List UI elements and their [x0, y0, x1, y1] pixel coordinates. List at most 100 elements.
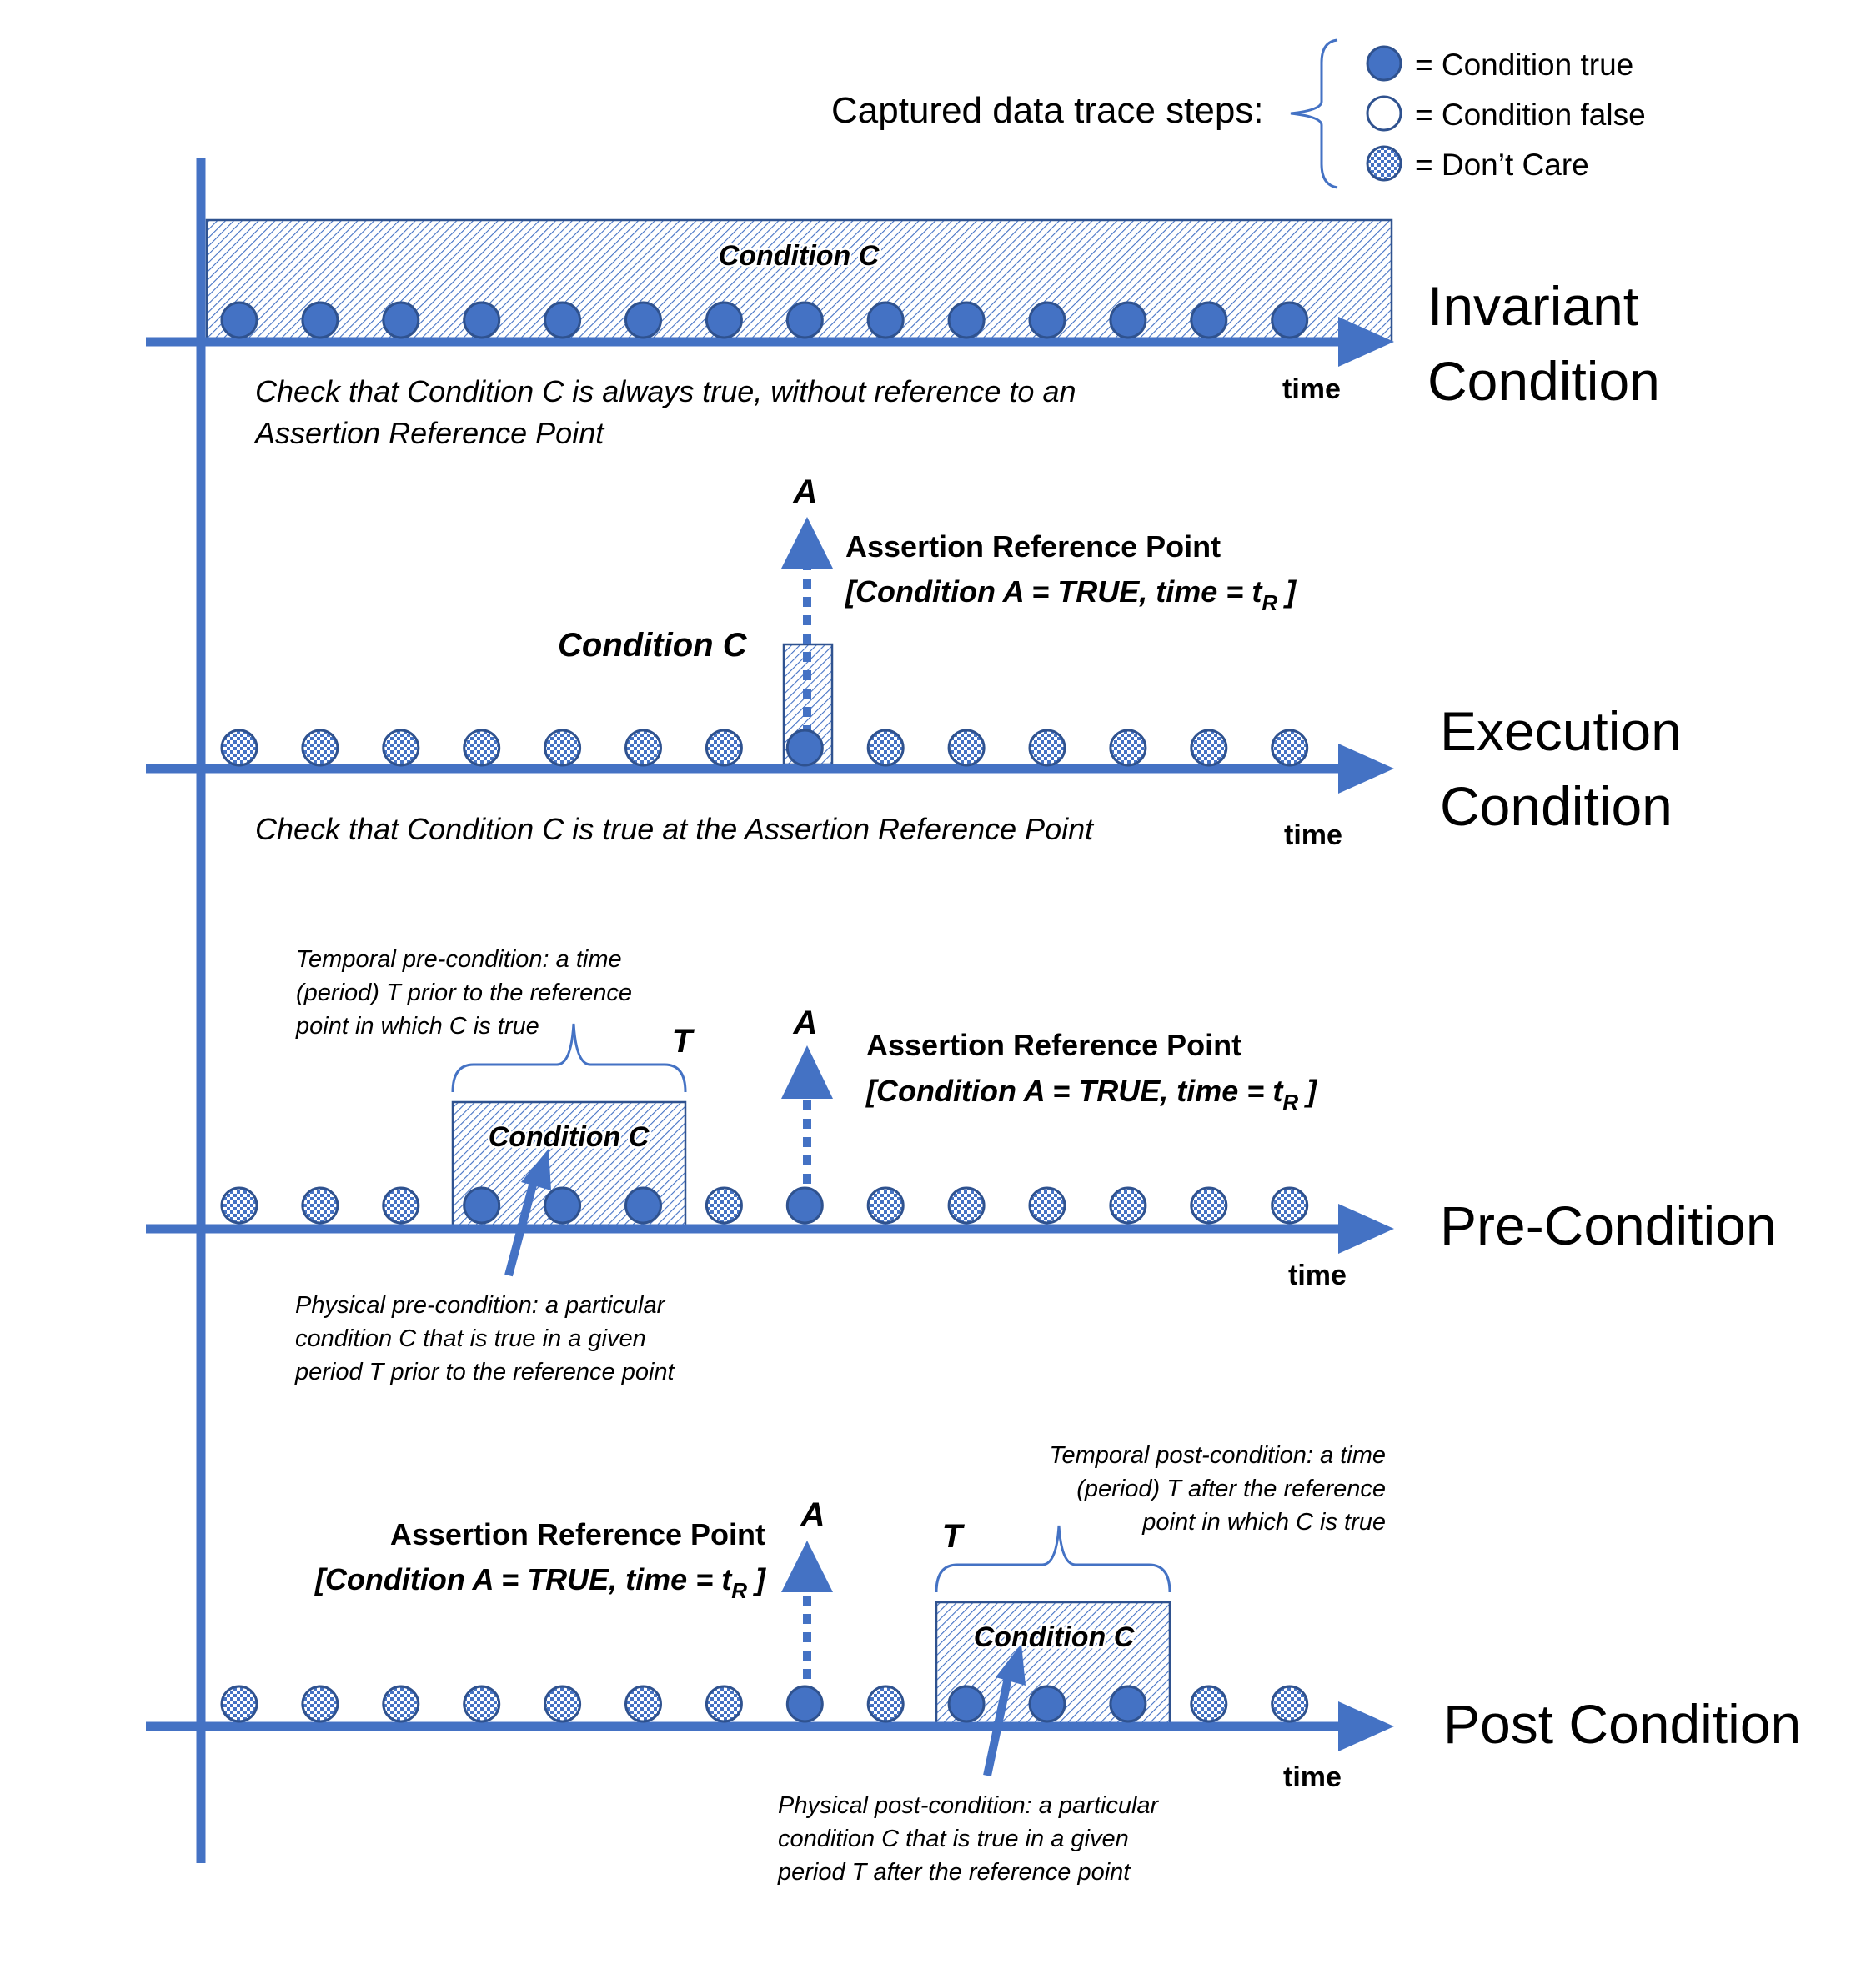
trace-step-true-dot: [1028, 1685, 1066, 1723]
description-line-1: Check that Condition C is true at the As…: [255, 812, 1095, 846]
trace-step-dontcare-dot: [301, 1685, 339, 1723]
legend-false-label: = Condition false: [1415, 98, 1646, 132]
reference-arrowhead: [781, 1541, 833, 1592]
legend-false-dot: [1366, 95, 1402, 132]
temporal-note-line-1: Temporal post-condition: a time: [1049, 1442, 1386, 1469]
trace-step-dontcare-dot: [1271, 1685, 1309, 1723]
reference-arrowhead: [781, 517, 833, 569]
trace-step-dontcare-dot: [866, 729, 905, 767]
legend-true-label: = Condition true: [1415, 48, 1633, 82]
trace-step-true-dot: [382, 301, 420, 339]
physical-note-line-1: Physical post-condition: a particular: [778, 1792, 1160, 1819]
section-title-line-1: Execution: [1440, 700, 1682, 762]
trace-steps: [220, 301, 1309, 339]
legend: Captured data trace steps: = Condition t…: [831, 38, 1646, 189]
timeline-arrowhead: [1338, 744, 1394, 794]
physical-pointer-arrowhead: [521, 1149, 551, 1190]
trace-step-true-dot: [947, 301, 986, 339]
arp-title: Assertion Reference Point: [866, 1028, 1241, 1062]
timeline-arrowhead: [1338, 1701, 1394, 1751]
timeline-arrowhead: [1338, 317, 1394, 367]
trace-step-dontcare-dot: [220, 1685, 258, 1723]
trace-step-dontcare-dot: [220, 729, 258, 767]
arp-expression: [Condition A = TRUE, time = tR ]: [314, 1562, 766, 1603]
timeline-arrowhead: [1338, 1204, 1394, 1254]
period-brace: [451, 1023, 687, 1093]
trace-steps: [220, 729, 1309, 767]
physical-note-line-1: Physical pre-condition: a particular: [295, 1292, 666, 1319]
trace-step-true-dot: [544, 301, 582, 339]
trace-step-true-dot: [1109, 301, 1147, 339]
pre-condition-section: Temporal pre-condition: a time (period) …: [146, 946, 1777, 1385]
physical-note-line-2: condition C that is true in a given: [295, 1325, 646, 1352]
invariant-section: Condition C time Invariant Condition Che…: [146, 218, 1660, 450]
reference-arrowhead: [781, 1045, 833, 1099]
legend-dontcare-dot: [1366, 145, 1402, 182]
trace-step-dontcare-dot: [1190, 1186, 1228, 1225]
trace-step-dontcare-dot: [705, 1186, 743, 1225]
trace-step-dontcare-dot: [1271, 1186, 1309, 1225]
trace-steps: [220, 1685, 1309, 1723]
trace-step-dontcare-dot: [705, 729, 743, 767]
trace-step-dontcare-dot: [382, 1685, 420, 1723]
legend-dontcare-label: = Don’t Care: [1415, 148, 1589, 182]
trace-step-dontcare-dot: [463, 1685, 501, 1723]
trace-step-dontcare-dot: [1271, 729, 1309, 767]
trace-step-true-dot: [220, 301, 258, 339]
temporal-note-line-3: point in which C is true: [1141, 1509, 1386, 1536]
trace-step-true-dot: [866, 301, 905, 339]
condition-c-label: Condition C: [489, 1121, 650, 1153]
trace-step-dontcare-dot: [624, 729, 662, 767]
description-line-2: Assertion Reference Point: [253, 416, 605, 450]
trace-step-true-dot: [544, 1186, 582, 1225]
temporal-note-line-2: (period) T prior to the reference: [296, 979, 632, 1006]
trace-step-dontcare-dot: [220, 1186, 258, 1225]
trace-step-true-dot: [785, 729, 824, 767]
trace-step-true-dot: [1109, 1685, 1147, 1723]
trace-step-true-dot: [463, 301, 501, 339]
trace-step-dontcare-dot: [544, 729, 582, 767]
trace-step-dontcare-dot: [1109, 1186, 1147, 1225]
arp-title: Assertion Reference Point: [845, 529, 1221, 564]
time-label: time: [1284, 819, 1342, 851]
physical-note-line-3: period T after the reference point: [777, 1859, 1131, 1886]
trace-step-dontcare-dot: [544, 1685, 582, 1723]
physical-note-line-3: period T prior to the reference point: [294, 1359, 676, 1385]
section-title-line-1: Invariant: [1427, 275, 1638, 337]
period-brace: [935, 1525, 1171, 1593]
section-title: Pre-Condition: [1440, 1195, 1777, 1256]
arp-expression: [Condition A = TRUE, time = tR ]: [865, 1074, 1317, 1115]
trace-step-true-dot: [785, 301, 824, 339]
trace-step-dontcare-dot: [947, 729, 986, 767]
temporal-note-line-3: point in which C is true: [295, 1013, 539, 1040]
a-label: A: [793, 1005, 818, 1041]
trace-step-dontcare-dot: [382, 729, 420, 767]
temporal-note-line-2: (period) T after the reference: [1076, 1475, 1386, 1502]
section-title: Post Condition: [1443, 1693, 1801, 1755]
condition-c-label: Condition C: [558, 627, 748, 664]
trace-step-true-dot: [1271, 301, 1309, 339]
t-label: T: [942, 1518, 966, 1555]
trace-step-dontcare-dot: [1028, 1186, 1066, 1225]
trace-step-true-dot: [624, 1186, 662, 1225]
execution-section: A Assertion Reference Point [Condition A…: [146, 473, 1682, 851]
trace-step-dontcare-dot: [866, 1685, 905, 1723]
condition-c-label: Condition C: [719, 240, 880, 272]
section-title-line-2: Condition: [1440, 775, 1673, 837]
trace-step-true-dot: [463, 1186, 501, 1225]
trace-step-dontcare-dot: [947, 1186, 986, 1225]
trace-step-true-dot: [301, 301, 339, 339]
legend-brace: [1290, 38, 1338, 189]
arp-title: Assertion Reference Point: [390, 1517, 765, 1551]
condition-c-label: Condition C: [974, 1621, 1135, 1653]
time-label: time: [1283, 1761, 1342, 1793]
time-label: time: [1282, 373, 1341, 405]
time-label: time: [1288, 1260, 1347, 1291]
section-title-line-2: Condition: [1427, 350, 1660, 412]
trace-step-true-dot: [1028, 301, 1066, 339]
trace-step-dontcare-dot: [1028, 729, 1066, 767]
a-label: A: [793, 473, 818, 510]
trace-step-true-dot: [705, 301, 743, 339]
physical-note-line-2: condition C that is true in a given: [778, 1826, 1129, 1852]
trace-step-dontcare-dot: [624, 1685, 662, 1723]
